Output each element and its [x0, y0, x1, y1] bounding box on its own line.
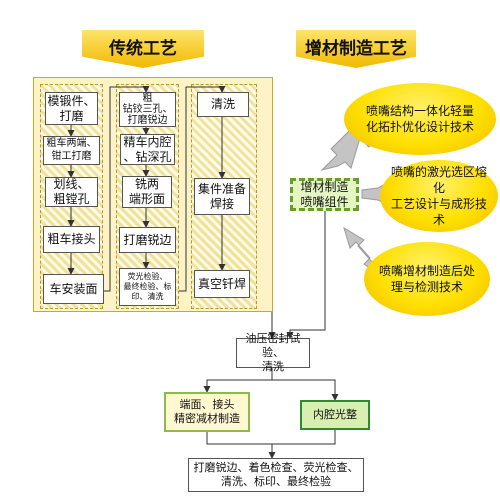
step-vacuum-brazing: 真空钎焊 [194, 270, 250, 298]
step-deburring: 打磨锐边 [119, 227, 176, 253]
oval-post-processing-inspection: 喷嘴增材制造后处 理与检测技术 [364, 242, 490, 316]
step-oil-pressure-seal-test: 油压密封试验、 清洗 [236, 332, 310, 373]
traditional-process-title: 传统工艺 [109, 38, 177, 59]
step-rough-turning-joint: 粗车接头 [43, 226, 100, 253]
step-marking-boring: 划线、 粗镗孔 [45, 177, 98, 207]
step-precision-subtractive-machining: 端面、接头 精密减材制造 [164, 392, 250, 432]
step-forging-grinding: 模锻件、 打磨 [45, 92, 98, 125]
step-milling-ends: 铣两 端形面 [122, 176, 172, 208]
oval-topology-optimization: 喷嘴结构一体化轻量 化拓扑优化设计技术 [344, 83, 496, 155]
step-drilling-reaming: 粗 钻铰三孔、 打磨锐边 [119, 92, 176, 127]
step-final-inspection: 打磨锐边、着色检查、荧光检查、 清洗、标印、最终检验 [188, 458, 364, 492]
additive-nozzle-assembly: 增材制造 喷嘴组件 [290, 178, 359, 211]
step-kitting-welding: 集件准备 焊接 [194, 178, 250, 215]
step-cleaning: 清洗 [197, 92, 249, 117]
oval-laser-selective-melting: 喷嘴的激光选区熔化 工艺设计与成形技术 [380, 160, 498, 232]
step-turning-mount-face: 车安装面 [43, 274, 104, 304]
step-finish-turning-cavity: 精车内腔 、钻深孔 [120, 134, 175, 165]
step-inner-cavity-finishing: 内腔光整 [300, 400, 370, 430]
step-rough-turning-ends: 粗车两端、 钳工打磨 [43, 136, 100, 165]
additive-process-title: 增材制造工艺 [305, 38, 407, 59]
step-inspection-marking: 荧光检验、 最终检验、标 印、清洗 [119, 268, 176, 306]
